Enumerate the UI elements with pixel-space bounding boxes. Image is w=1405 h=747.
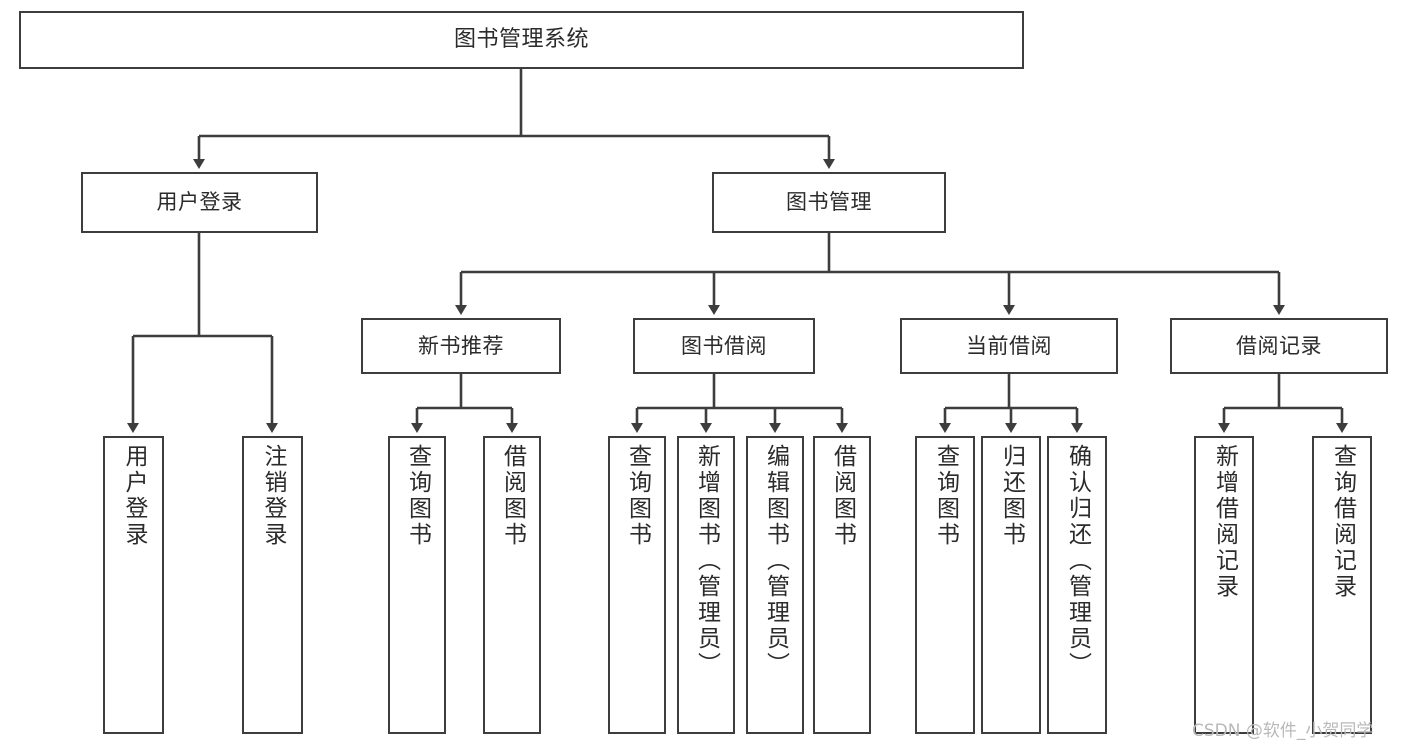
node-new-book-recommend[interactable]: 新书推荐 [361,318,561,374]
node-label: 借阅图书 [829,444,856,548]
leaf-user-login-signin[interactable]: 用户登录 [103,436,164,734]
node-label: 图书借阅 [681,333,767,358]
leaf-new-book-query[interactable]: 查询图书 [388,436,446,734]
node-label: 用户登录 [121,444,147,548]
node-label: 用户登录 [156,190,243,215]
node-label: 借阅图书 [499,444,526,548]
node-label: 查询图书 [624,444,651,548]
leaf-records-add-record[interactable]: 新增借阅记录 [1194,436,1254,734]
leaf-borrow-query-book[interactable]: 查询图书 [608,436,666,734]
leaf-current-confirm-return-admin[interactable]: 确认归还（管理员） [1047,436,1107,734]
leaf-borrow-edit-book-admin[interactable]: 编辑图书（管理员） [746,436,804,734]
node-book-borrow[interactable]: 图书借阅 [633,318,815,374]
leaf-new-book-borrow[interactable]: 借阅图书 [483,436,541,734]
node-label: 查询借阅记录 [1329,444,1356,600]
node-label: 当前借阅 [966,333,1052,358]
leaf-current-query-book[interactable]: 查询图书 [915,436,975,734]
node-label: 图书管理 [786,190,872,215]
node-label: 确认归还（管理员） [1064,444,1091,678]
node-borrow-records[interactable]: 借阅记录 [1170,318,1388,374]
node-user-login[interactable]: 用户登录 [81,172,318,233]
watermark: CSDN @软件_小贺同学 [1192,721,1374,741]
leaf-borrow-add-book-admin[interactable]: 新增图书（管理员） [677,436,735,734]
node-label: 新增图书（管理员） [693,444,720,678]
leaf-user-login-signout[interactable]: 注销登录 [242,436,303,734]
node-label: 借阅记录 [1236,333,1322,358]
node-book-management[interactable]: 图书管理 [712,172,946,233]
node-root-system[interactable]: 图书管理系统 [19,11,1024,69]
leaf-borrow-borrow-book[interactable]: 借阅图书 [813,436,871,734]
node-label: 查询图书 [932,444,959,548]
leaf-records-query-record[interactable]: 查询借阅记录 [1312,436,1372,734]
node-label: 新书推荐 [418,333,504,358]
node-current-borrow[interactable]: 当前借阅 [900,318,1118,374]
node-label: 编辑图书（管理员） [762,444,789,678]
node-label: 注销登录 [260,444,286,548]
node-label: 图书管理系统 [453,27,589,53]
leaf-current-return-book[interactable]: 归还图书 [981,436,1041,734]
node-label: 新增借阅记录 [1211,444,1238,600]
node-label: 归还图书 [998,444,1025,548]
node-label: 查询图书 [404,444,431,548]
